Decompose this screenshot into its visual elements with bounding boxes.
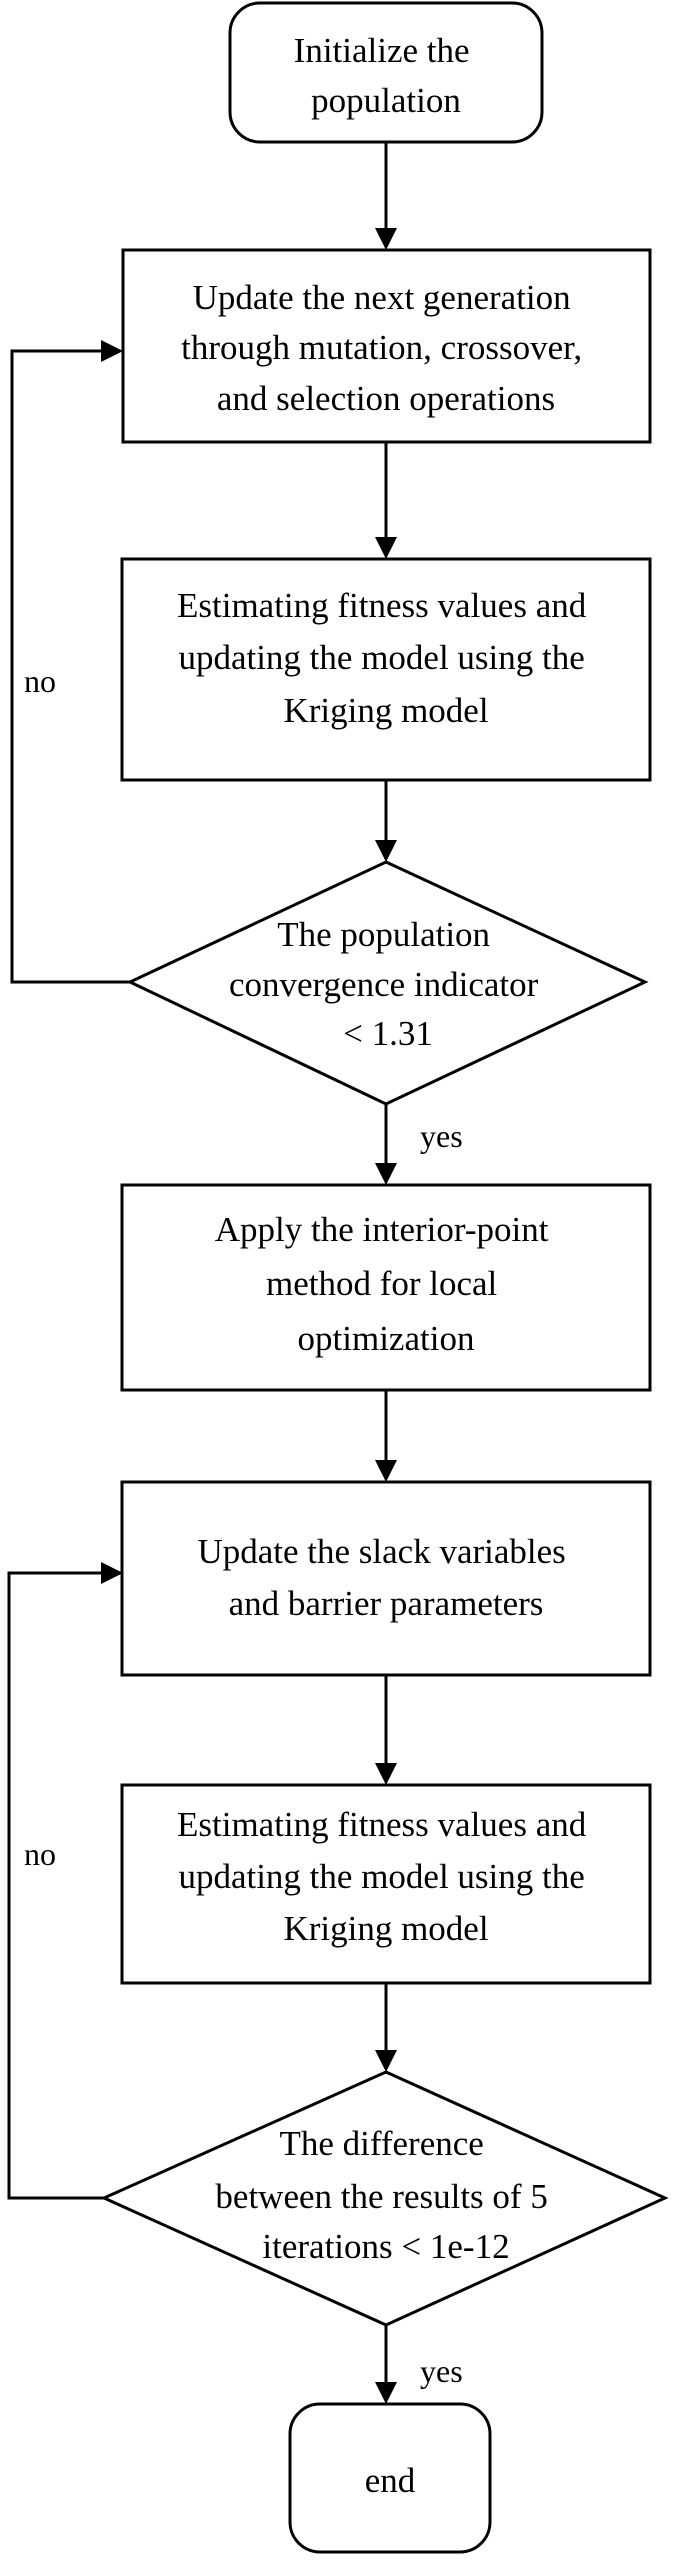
- node-interior-point-text: Apply the interior-point method for loca…: [215, 1210, 557, 1358]
- arrowhead: [375, 840, 397, 862]
- end-box: [288, 2402, 492, 2554]
- arrowhead: [101, 1562, 123, 1584]
- decision-diamond: [126, 860, 649, 1106]
- label-convergence-no: no: [24, 663, 56, 699]
- node-difference-decision: The difference between the results of 5 …: [100, 2070, 669, 2327]
- node-estimate-fitness-2: Estimating fitness values and updating t…: [120, 1783, 652, 1985]
- loop-difference-no: [7, 1571, 104, 2200]
- arrowhead: [375, 1460, 397, 1482]
- connectors: [7, 142, 397, 2404]
- process-box: [120, 557, 652, 782]
- node-update-slack-text: Update the slack variables and barrier p…: [197, 1532, 574, 1623]
- arrowhead: [375, 2050, 397, 2072]
- process-box: [120, 1783, 652, 1985]
- process-box: [120, 1183, 652, 1392]
- arrowhead: [375, 537, 397, 559]
- node-update-generation-text: Update the next generation through mutat…: [181, 278, 591, 418]
- arrowhead: [375, 2382, 397, 2404]
- label-convergence-yes: yes: [420, 1118, 463, 1154]
- start-box: [228, 1, 544, 144]
- label-difference-no: no: [24, 1836, 56, 1872]
- loop-convergence-no: [10, 349, 130, 984]
- decision-diamond: [100, 2070, 669, 2327]
- node-update-slack: Update the slack variables and barrier p…: [120, 1480, 652, 1677]
- node-end-text: end: [365, 2461, 416, 2500]
- node-convergence-decision: The population convergence indicator < 1…: [126, 860, 649, 1106]
- node-update-generation: Update the next generation through mutat…: [121, 248, 652, 444]
- node-initialize-population-text: Initialize the population: [294, 31, 479, 120]
- arrowhead: [375, 1163, 397, 1185]
- label-difference-yes: yes: [420, 2353, 463, 2389]
- node-interior-point: Apply the interior-point method for loca…: [120, 1183, 652, 1392]
- node-end: end: [288, 2402, 492, 2554]
- process-box: [120, 1480, 652, 1677]
- node-convergence-decision-text: The population convergence indicator < 1…: [229, 915, 547, 1053]
- node-estimate-fitness-1-text: Estimating fitness values and updating t…: [177, 586, 595, 730]
- process-box: [121, 248, 652, 444]
- arrowhead: [375, 228, 397, 250]
- node-difference-decision-text: The difference between the results of 5 …: [215, 2124, 556, 2266]
- node-estimate-fitness-2-text: Estimating fitness values and updating t…: [177, 1805, 595, 1948]
- arrowhead: [375, 1763, 397, 1785]
- node-initialize-population: Initialize the population: [228, 1, 544, 144]
- node-estimate-fitness-1: Estimating fitness values and updating t…: [120, 557, 652, 782]
- arrowhead: [101, 340, 123, 362]
